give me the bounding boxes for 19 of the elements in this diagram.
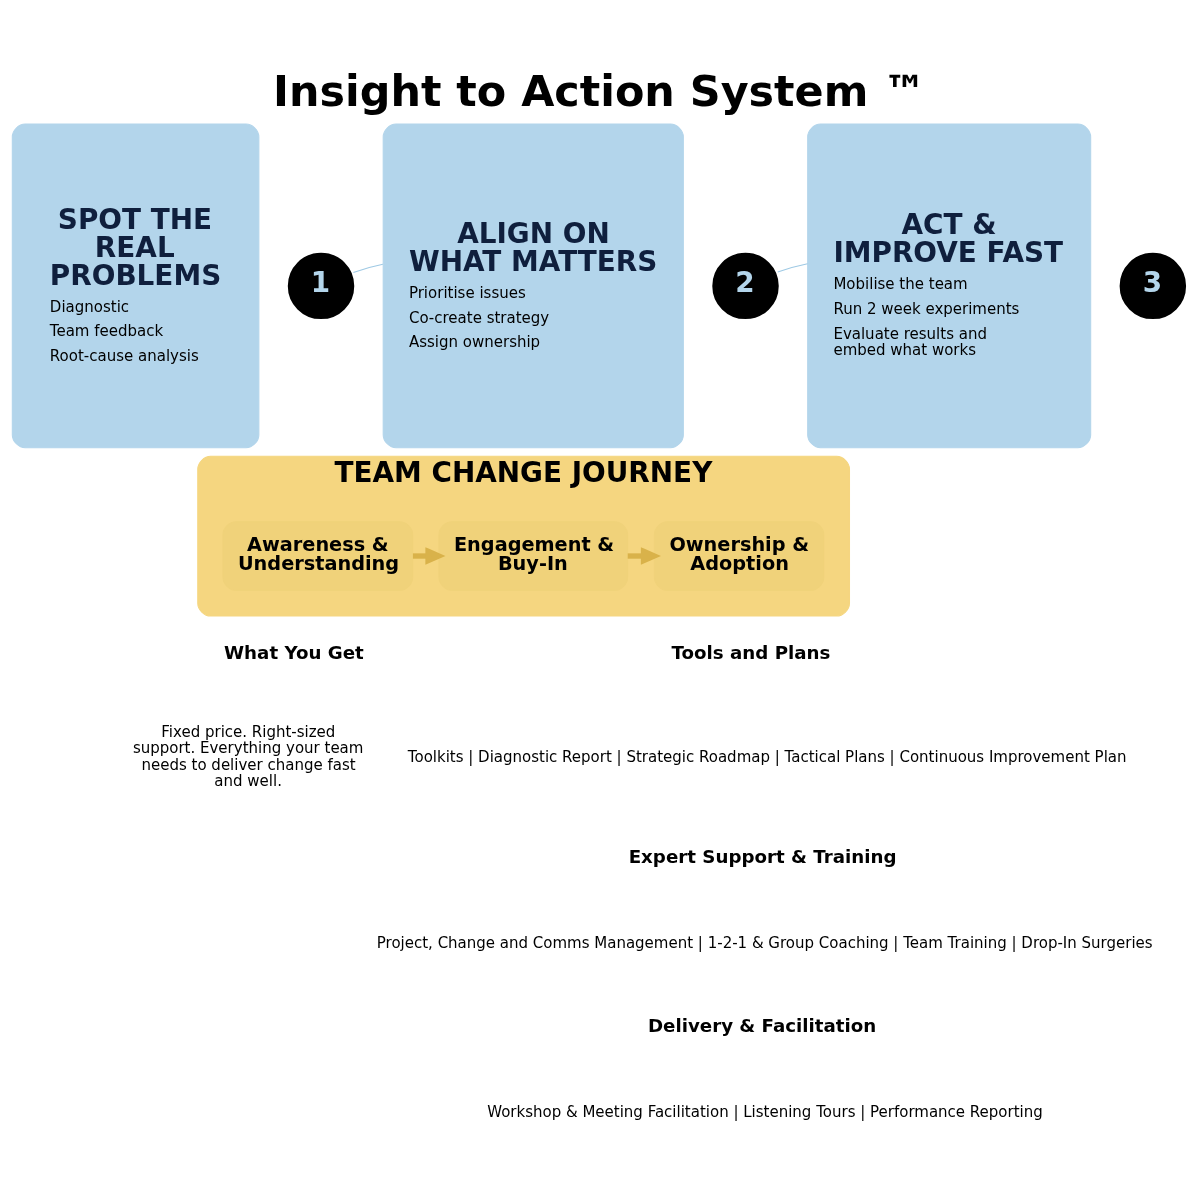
label: Expert Support & Training <box>628 845 897 867</box>
connector <box>352 263 384 273</box>
diagram-title: Insight to Action System ™ <box>273 65 927 116</box>
label: Fixed price. Right-sized support. Everything your team needs to deliver change fast and well. <box>132 722 364 790</box>
label: Project, Change and Comms Management | 1-2-1 & Group Coaching | Team Training | Drop-In Surgeries <box>376 933 1153 952</box>
label: What You Get <box>224 641 364 663</box>
node-box: SPOT THE REAL PROBLEMS Diagnostic Team feedback Root-cause analysis <box>11 123 260 448</box>
node-box: ALIGN ON WHAT MATTERS Prioritise issues Co-create strategy Assign ownership <box>382 123 684 448</box>
label: Workshop & Meeting Facilitation | Listening Tours | Performance Reporting <box>487 1102 1043 1121</box>
arrow <box>412 546 446 565</box>
label: Tools and Plans <box>671 641 831 663</box>
node-box: Engagement & Buy-In <box>438 520 629 591</box>
label: Delivery & Facilitation <box>647 1014 877 1036</box>
label: Toolkits | Diagnostic Report | Strategic Roadmap | Tactical Plans | Continuous Improvement Plan <box>407 747 1127 765</box>
connector <box>777 262 809 272</box>
node-box: ACT & IMPROVE FAST Mobilise the team Run 2 week experiments Evaluate results and embed what works <box>807 123 1092 448</box>
node-box: Awareness & Understanding <box>222 520 414 591</box>
node-box: Ownership & Adoption <box>653 520 825 591</box>
arrow <box>627 546 661 565</box>
